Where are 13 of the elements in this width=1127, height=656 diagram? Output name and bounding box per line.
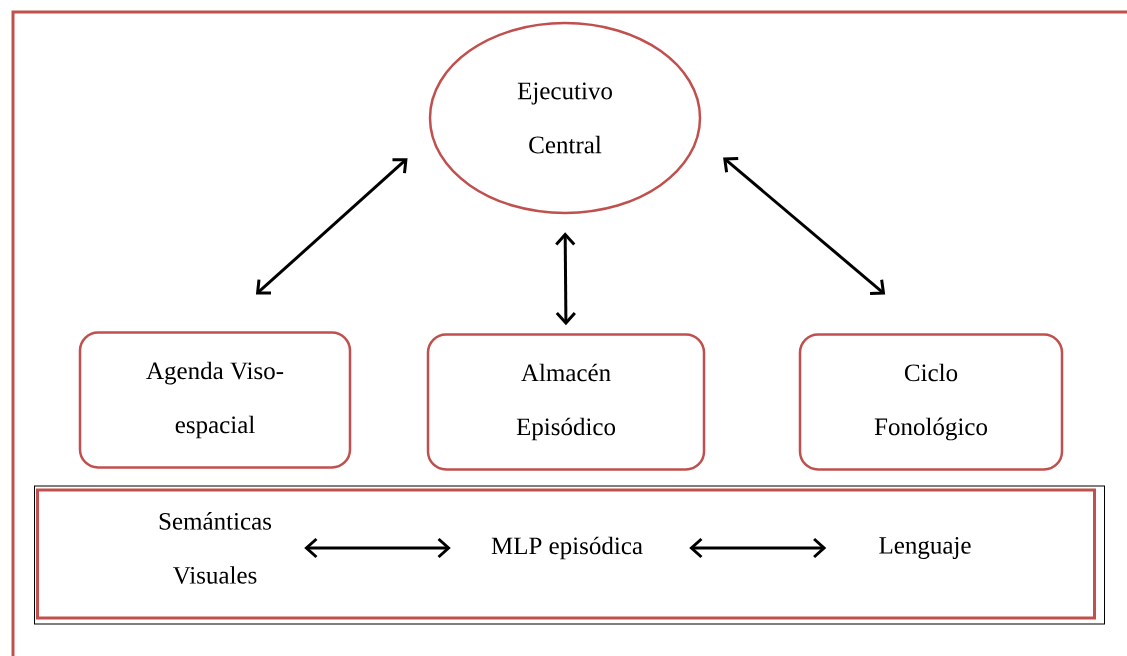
rounded-box: Almacén Episódico [426, 333, 706, 471]
double-arrow [723, 156, 886, 295]
band-box [36, 488, 1096, 620]
double-arrow [304, 537, 451, 559]
rounded-box: Agenda Viso- espacial [78, 331, 352, 469]
text-label: Lenguaje [879, 537, 971, 559]
rounded-box: Ciclo Fonológico [798, 333, 1064, 471]
double-arrow [689, 537, 827, 559]
text-label: MLP episódica [491, 536, 643, 560]
double-arrow [555, 232, 576, 326]
text-label: Semánticas Visuales [159, 512, 272, 584]
double-arrow [255, 158, 408, 295]
ellipse-node: Ejecutivo Central [428, 21, 702, 215]
